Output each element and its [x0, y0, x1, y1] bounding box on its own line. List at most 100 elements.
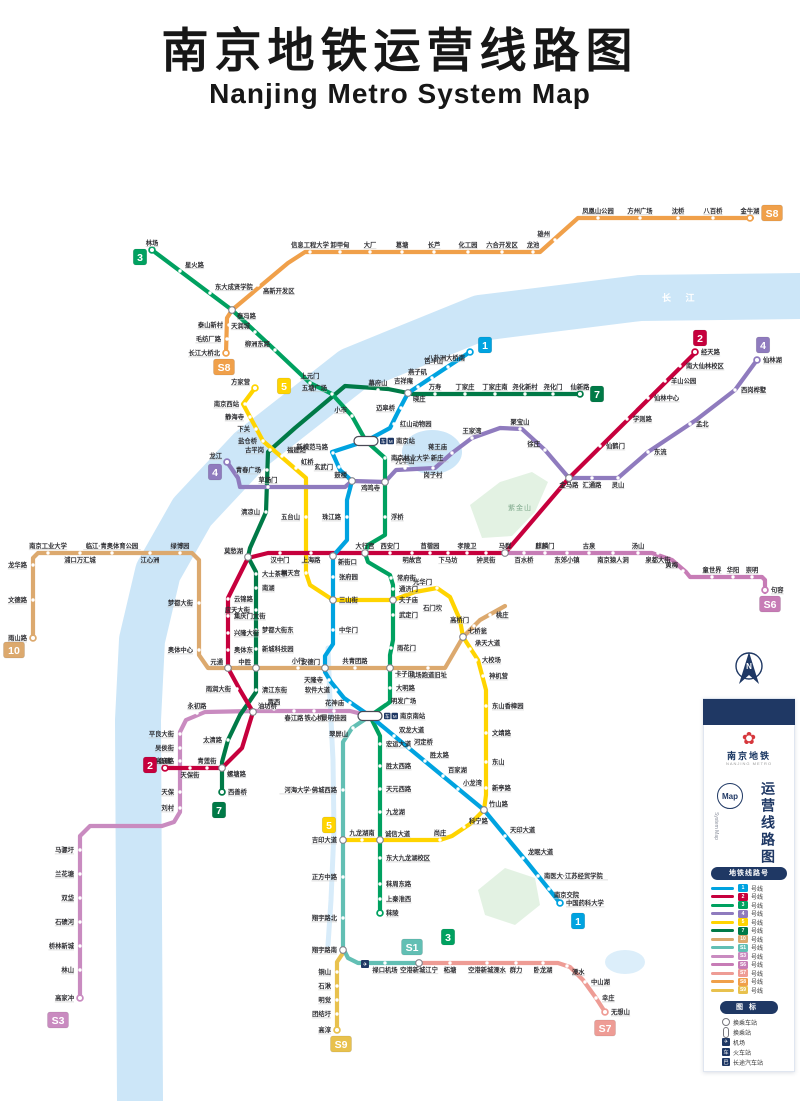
station-label: 南大仙林校区: [686, 361, 724, 370]
station-label: 集庆门大街: [233, 611, 266, 620]
station-label: 花神庙: [325, 698, 345, 707]
station-label: 高庙路: [155, 756, 175, 765]
station-明发广场: 明发广场: [383, 696, 417, 706]
station-label: 龙江: [208, 451, 222, 460]
station-红山动物园: 红山动物园: [392, 419, 432, 429]
station-label: 青莲街: [198, 756, 218, 765]
station-label: 机场跑道旧址: [409, 670, 447, 679]
station-label: 吉祥庵: [394, 376, 414, 385]
station-雨山路: 雨山路: [7, 633, 37, 643]
station-麒麟门: 麒麟门: [535, 541, 555, 555]
station-铜山: 铜山: [318, 967, 339, 977]
station-label: 羊山公园: [671, 376, 696, 385]
station-label: 方州广场: [627, 206, 653, 215]
station-label: 文靖路: [492, 728, 512, 737]
station-label: 明发广场: [391, 696, 417, 705]
station-盐仓桥: 盐仓桥: [237, 436, 265, 446]
station-南京工业大学: 南京工业大学: [28, 541, 68, 555]
svg-text:N: N: [746, 662, 752, 671]
station-label: 汤山: [632, 541, 645, 550]
station-石湫: 石湫: [317, 981, 339, 991]
station-label: 天保街: [181, 770, 201, 779]
station-label: 灵山: [612, 480, 625, 489]
station-label: 中华门: [339, 625, 358, 634]
station-label: 徐庄: [526, 439, 540, 448]
station-大校场: 大校场: [474, 655, 502, 665]
station-天元西路: 天元西路: [378, 784, 412, 794]
station-马群: 马群: [498, 541, 512, 557]
station-东山香樟园: 东山香樟园: [484, 701, 524, 711]
station-南京林业大学·新庄: 南京林业大学·新庄: [383, 453, 449, 463]
station-label: 西善桥: [228, 787, 248, 796]
station-云锦路: 云锦路: [226, 594, 254, 604]
station-label: 高新开发区: [263, 286, 295, 295]
station-label: 科宁路: [469, 816, 489, 825]
station-平良大街: 平良大街: [148, 729, 182, 739]
svg-text:M: M: [389, 439, 393, 444]
yangtze-river: [115, 273, 800, 1101]
station-百家湖: 百家湖: [441, 765, 468, 778]
legend-marker-capsule: 换乘站: [719, 1026, 791, 1038]
station-label: 南京工业大学: [29, 541, 67, 550]
station-八卦洲大桥南: 八卦洲大桥南: [426, 348, 474, 363]
line-badge-4: 4: [755, 336, 771, 354]
station-兴隆大街: 兴隆大街: [226, 628, 260, 638]
station-label: 苜蓿园: [421, 541, 440, 550]
station-label: 安德门: [301, 657, 320, 666]
station-label: 天保: [161, 787, 174, 796]
station-label: 雨山路: [8, 633, 28, 642]
station-label: 八百桥: [703, 206, 724, 215]
station-雨花门: 雨花门: [389, 643, 417, 653]
station-古泉: 古泉: [582, 541, 596, 555]
station-晓庄: 晓庄: [404, 389, 426, 404]
station-label: 蒋王庙: [428, 442, 448, 451]
station-孟北: 孟北: [688, 419, 709, 429]
station-常府街: 常府街: [389, 573, 417, 583]
station-label: 钟灵街: [477, 555, 497, 564]
station-黄梅: 黄梅: [665, 560, 685, 573]
station-明觉: 明觉: [318, 995, 339, 1005]
station-笆斗山: 笆斗山: [423, 356, 450, 369]
station-label: 清凉山: [241, 507, 260, 516]
station-石碛河: 石碛河: [54, 917, 82, 927]
station-空港新城江宁: 空港新城江宁: [399, 959, 439, 975]
station-孝陵卫: 孝陵卫: [457, 541, 477, 555]
station-label: 百家湖: [448, 765, 467, 774]
station-label: 雨润大街: [206, 684, 232, 693]
station-label: 童世界: [703, 565, 723, 574]
station-浮桥: 浮桥: [383, 512, 404, 522]
station-南京猿人洞: 南京猿人洞: [597, 551, 629, 565]
station-label: 燕子矶: [408, 367, 428, 376]
station-label: 神机营: [489, 671, 509, 680]
svg-text:S9: S9: [335, 1039, 348, 1051]
qinhuai-river: [325, 645, 337, 948]
station-正方中路: 正方中路: [311, 872, 345, 882]
station-label: 尧化新村: [512, 382, 538, 391]
station-label: 元通: [210, 657, 223, 666]
station-化工园: 化工园: [458, 240, 478, 254]
station-翠屏山: 翠屏山: [328, 726, 355, 739]
station-大明路: 大明路: [388, 683, 416, 693]
compass-icon: N: [735, 652, 763, 684]
station-label: 大行宫: [356, 541, 375, 550]
station-徐庄: 徐庄: [526, 439, 547, 452]
station-label: 石湫: [317, 981, 331, 990]
station-label: 梦都大街: [168, 598, 194, 607]
station-label: 绿博园: [171, 541, 190, 550]
station-label: 共青团路: [342, 656, 368, 665]
station-竹山路: 竹山路: [480, 799, 509, 814]
station-林山: 林山: [61, 965, 82, 975]
station-label: 无想山: [610, 1007, 630, 1016]
station-卸甲甸: 卸甲甸: [330, 240, 350, 254]
station-承天大道: 承天大道: [468, 638, 501, 651]
station-label: 南京林业大学·新庄: [391, 453, 444, 462]
line-S3: [77, 708, 373, 1001]
station-尧化新村: 尧化新村: [512, 382, 538, 396]
svg-text:5: 5: [281, 381, 287, 393]
station-金马路: 金马路: [559, 474, 579, 490]
station-胜太西路: 胜太西路: [378, 761, 412, 771]
